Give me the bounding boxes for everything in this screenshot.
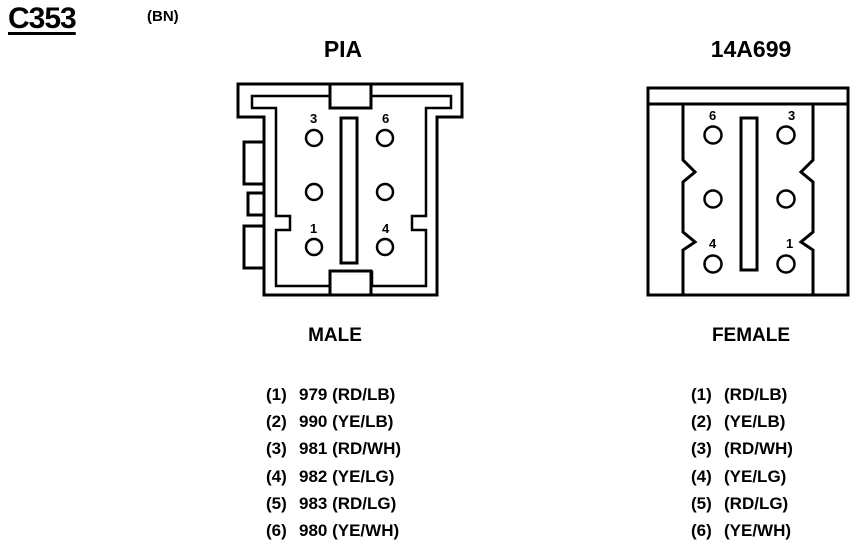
male-connector-name: PIA (323, 36, 363, 62)
pin-number: (5) (266, 493, 287, 513)
female-connector-face (646, 86, 850, 297)
list-item: (1) 979 (RD/LB) (266, 381, 401, 408)
pin-number: (4) (691, 466, 712, 486)
female-pin-2 (776, 189, 796, 209)
male-pin-3 (304, 128, 324, 148)
pin-number: (1) (691, 385, 712, 404)
list-item: (6) (YE/WH) (691, 517, 793, 544)
male-pin-5 (375, 182, 395, 202)
female-pin-list: (1) (RD/LB) (2) (YE/LB) (3) (RD/WH) (4) (YE/… (691, 381, 793, 544)
pin-circuit: (RD/LG) (724, 493, 789, 513)
pin-number: (3) (691, 439, 712, 459)
female-pin-4 (703, 254, 723, 274)
list-item: (4) (YE/LG) (691, 463, 793, 490)
male-pin-label-top-right: 6 (382, 111, 389, 126)
pin-circuit: (RD/LB) (724, 385, 788, 404)
pin-number: (6) (266, 520, 287, 540)
list-item: (1) (RD/LB) (691, 381, 793, 408)
female-pin-label-top-right: 3 (788, 108, 795, 123)
connector-id: C353 (8, 2, 77, 35)
male-pin-1 (304, 237, 324, 257)
female-gender-label: FEMALE (711, 325, 791, 346)
pin-circuit: 980 (YE/WH) (299, 520, 400, 540)
female-pin-label-bottom-right: 1 (786, 236, 793, 251)
female-pin-3 (776, 125, 796, 145)
female-connector-name: 14A699 (710, 36, 792, 62)
male-pin-label-bottom-right: 4 (382, 221, 390, 236)
pin-circuit: 990 (YE/LB) (299, 412, 394, 432)
male-pin-2 (304, 182, 324, 202)
pin-circuit: (YE/LB) (724, 412, 786, 432)
list-item: (6) 980 (YE/WH) (266, 517, 401, 544)
pin-number: (3) (266, 439, 287, 459)
pin-circuit: 979 (RD/LB) (299, 385, 396, 404)
list-item: (5) (RD/LG) (691, 490, 793, 517)
female-pin-label-bottom-left: 4 (709, 236, 717, 251)
male-connector-face (236, 82, 464, 297)
male-pin-6 (375, 128, 395, 148)
pin-number: (4) (266, 466, 287, 486)
connector-color-code: (BN) (147, 8, 179, 25)
list-item: (5) 983 (RD/LG) (266, 490, 401, 517)
pin-number: (2) (266, 412, 287, 432)
pin-circuit: (YE/WH) (724, 520, 792, 540)
female-pin-label-top-left: 6 (709, 108, 716, 123)
pin-circuit: 982 (YE/LG) (299, 466, 395, 486)
list-item: (4) 982 (YE/LG) (266, 463, 401, 490)
female-pin-5 (703, 189, 723, 209)
pin-circuit: (RD/WH) (724, 439, 793, 459)
list-item: (3) 981 (RD/WH) (266, 435, 401, 462)
male-pin-label-top-left: 3 (310, 111, 317, 126)
male-pin-4 (375, 237, 395, 257)
male-pin-list: (1) 979 (RD/LB) (2) 990 (YE/LB) (3) 981 (RD… (266, 381, 401, 544)
male-pin-label-bottom-left: 1 (310, 221, 317, 236)
list-item: (2) (YE/LB) (691, 408, 793, 435)
pin-number: (6) (691, 520, 712, 540)
pin-number: (5) (691, 493, 712, 513)
male-pin-sockets (304, 128, 395, 257)
pin-number: (1) (266, 385, 287, 404)
pin-circuit: 983 (RD/LG) (299, 493, 397, 513)
female-pin-sockets (703, 125, 796, 274)
pin-circuit: (YE/LG) (724, 466, 787, 486)
list-item: (2) 990 (YE/LB) (266, 408, 401, 435)
list-item: (3) (RD/WH) (691, 435, 793, 462)
male-gender-label: MALE (308, 325, 362, 346)
pin-number: (2) (691, 412, 712, 432)
female-pin-1 (776, 254, 796, 274)
pin-circuit: 981 (RD/WH) (299, 439, 402, 459)
female-pin-6 (703, 125, 723, 145)
